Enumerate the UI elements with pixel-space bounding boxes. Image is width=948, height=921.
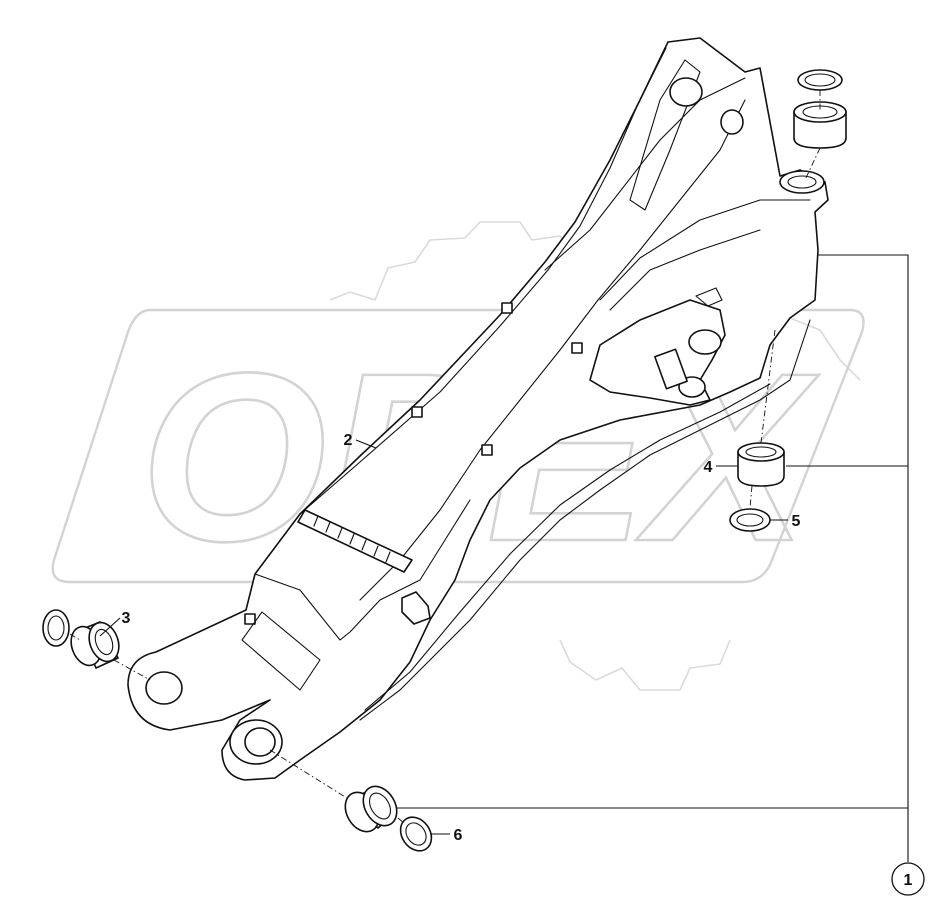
bushing-6-set bbox=[344, 785, 433, 852]
boom-head-pivot-bore bbox=[779, 170, 825, 194]
bushing-3-set bbox=[42, 609, 120, 669]
callout-5: 5 bbox=[792, 513, 801, 530]
axis-bushing-4 bbox=[749, 329, 776, 509]
bushing-4-top bbox=[737, 442, 785, 462]
boom-head-rib bbox=[599, 199, 811, 301]
bracket-tab bbox=[695, 287, 723, 307]
callout-2: 2 bbox=[344, 432, 353, 449]
boom-head-inner bbox=[544, 77, 746, 271]
bushing-4-bore bbox=[745, 446, 777, 458]
shim-5-outer bbox=[729, 508, 771, 532]
boom-head-side-bore bbox=[720, 109, 744, 135]
boom-lower-flange bbox=[359, 319, 811, 721]
boom-side-plate bbox=[254, 499, 471, 641]
shim-5 bbox=[729, 508, 771, 532]
boom-saddle-strip bbox=[297, 509, 413, 573]
saddle-notches bbox=[313, 515, 391, 563]
axis-right-foot bbox=[269, 749, 406, 825]
boom-head-slot bbox=[609, 229, 761, 311]
leader-2 bbox=[355, 439, 377, 449]
boom-lower-flange-2 bbox=[364, 383, 771, 711]
boom-cross-tube bbox=[401, 591, 431, 625]
axis-left-foot bbox=[69, 633, 151, 681]
head-bushing-set bbox=[793, 69, 847, 149]
boom-top-ridge-2 bbox=[359, 99, 746, 601]
bracket-upper-pin bbox=[688, 329, 722, 355]
boom-head-top-bore bbox=[669, 77, 703, 107]
leader-1-bracket bbox=[396, 254, 909, 862]
boom-foot-left-bore bbox=[145, 671, 183, 705]
shim-6-inner bbox=[405, 822, 427, 846]
head-shim-ring-inner bbox=[804, 73, 836, 87]
shim-5-inner bbox=[736, 513, 764, 527]
callout-4: 4 bbox=[704, 459, 713, 476]
boom-cross-tube-face bbox=[241, 611, 321, 691]
boom-head-pivot-bore-inner bbox=[787, 175, 817, 189]
weld-block-3 bbox=[411, 406, 423, 418]
head-bushing-top bbox=[793, 101, 847, 123]
boom-top-ridge bbox=[299, 47, 667, 515]
bushing-6-right bbox=[362, 785, 398, 827]
boom-body bbox=[127, 37, 829, 781]
weld-block-5 bbox=[244, 613, 256, 625]
left-shim-ring-inner bbox=[47, 615, 65, 641]
left-shim-ring bbox=[42, 609, 70, 647]
bushing-3-bore bbox=[94, 628, 114, 656]
leader-3 bbox=[99, 617, 121, 637]
bracket-block bbox=[654, 348, 688, 390]
boom-foot-right-bore bbox=[244, 727, 276, 757]
weld-block-4 bbox=[481, 444, 493, 456]
weld-block-2 bbox=[571, 342, 583, 354]
bushing-6-bore bbox=[368, 792, 392, 820]
watermark-frame bbox=[51, 308, 865, 584]
callout-3: 3 bbox=[122, 610, 131, 627]
callout-1: 1 bbox=[904, 872, 913, 889]
callout-6: 6 bbox=[454, 827, 463, 844]
weld-block-1 bbox=[501, 302, 513, 314]
axis-head bbox=[804, 90, 821, 181]
bushing-4 bbox=[737, 442, 785, 487]
boom-head-left-plate bbox=[629, 59, 701, 211]
callout-1-circle bbox=[891, 862, 925, 896]
